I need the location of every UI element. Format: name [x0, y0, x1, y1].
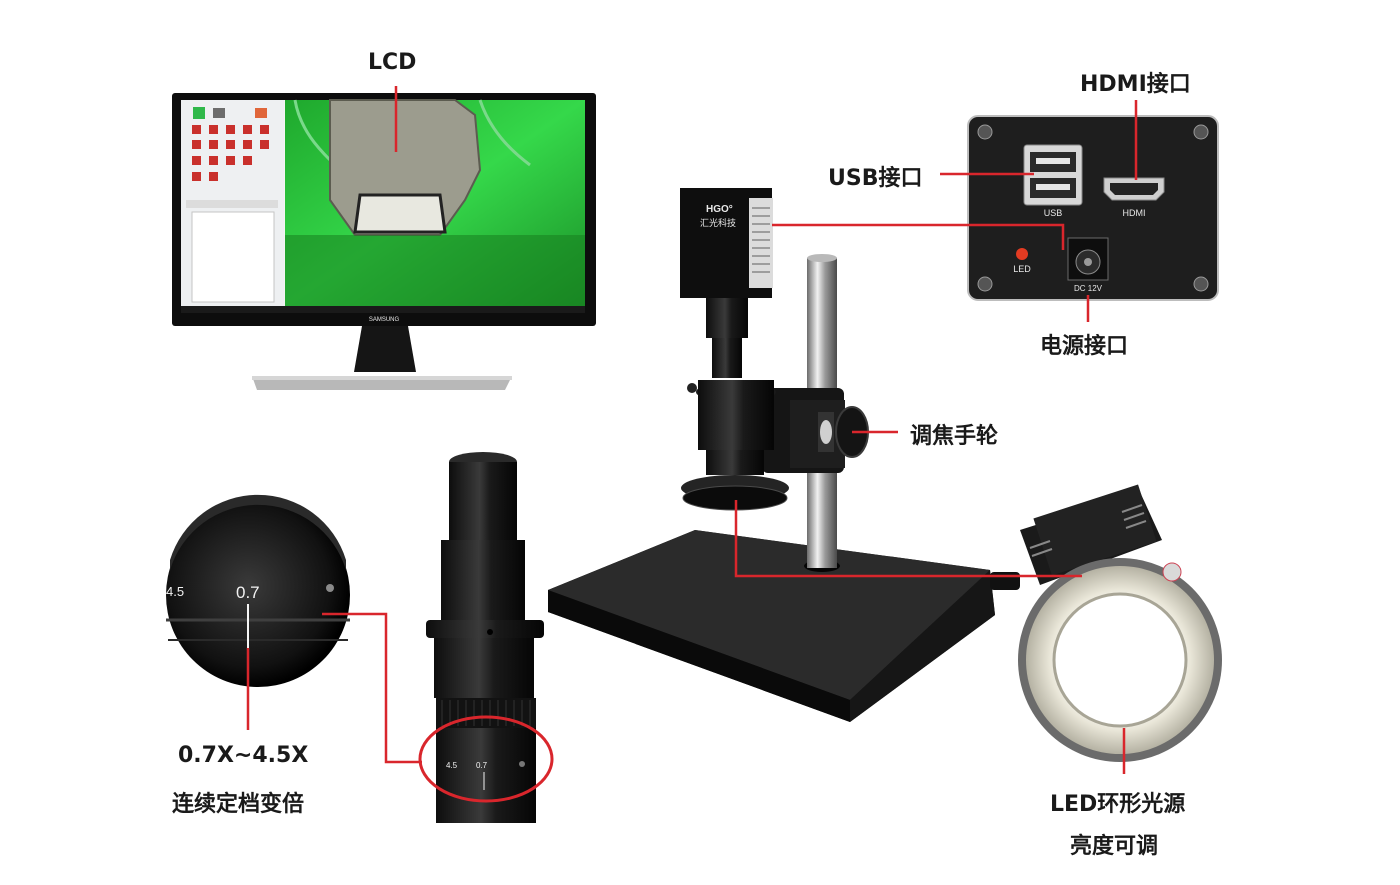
led-ring-light — [990, 484, 1222, 762]
led-caption: LED — [1013, 264, 1031, 274]
label-led-light: LED环形光源 — [1050, 792, 1186, 817]
label-focus-knob: 调焦手轮 — [910, 424, 999, 449]
label-zoom-desc: 连续定档变倍 — [172, 792, 305, 817]
camera-body: HGO° 汇光科技 — [680, 188, 773, 298]
lens-mark-low: 0.7 — [476, 761, 488, 770]
hdmi-caption: HDMI — [1123, 208, 1146, 218]
led-indicator — [1016, 248, 1028, 260]
lens-mark-high: 4.5 — [446, 761, 458, 770]
dc-power-jack-icon — [1067, 237, 1109, 281]
stand — [548, 254, 995, 722]
camera-brand: HGO° — [706, 204, 733, 215]
label-zoom-range: 0.7X~4.5X — [178, 743, 309, 768]
monitor: SAMSUNG — [172, 93, 596, 390]
io-panel: USB HDMI LED DC 12V — [967, 115, 1219, 301]
dial-mark-high: 4.5 — [166, 584, 184, 599]
label-power-port: 电源接口 — [1040, 334, 1129, 359]
microscope-head: HGO° 汇光科技 — [680, 188, 869, 511]
usb-caption: USB — [1044, 208, 1063, 218]
label-hdmi-port: HDMI接口 — [1080, 72, 1191, 97]
label-lcd: LCD — [368, 50, 417, 75]
callout-lines — [246, 86, 1138, 774]
zoom-dial-closeup: 0.7 4.5 — [166, 494, 350, 687]
label-usb-port: USB接口 — [828, 166, 923, 191]
camera-brand-cn: 汇光科技 — [700, 217, 736, 228]
hdmi-port-icon — [1103, 177, 1165, 201]
zoom-lens: 4.5 0.7 — [418, 452, 554, 823]
label-brightness: 亮度可调 — [1070, 834, 1159, 859]
zoom-highlight-ring — [418, 715, 554, 803]
dial-mark-low: 0.7 — [236, 583, 260, 602]
dc-caption: DC 12V — [1074, 284, 1103, 293]
usb-port-icon — [1023, 144, 1083, 206]
monitor-brand: SAMSUNG — [369, 317, 400, 323]
